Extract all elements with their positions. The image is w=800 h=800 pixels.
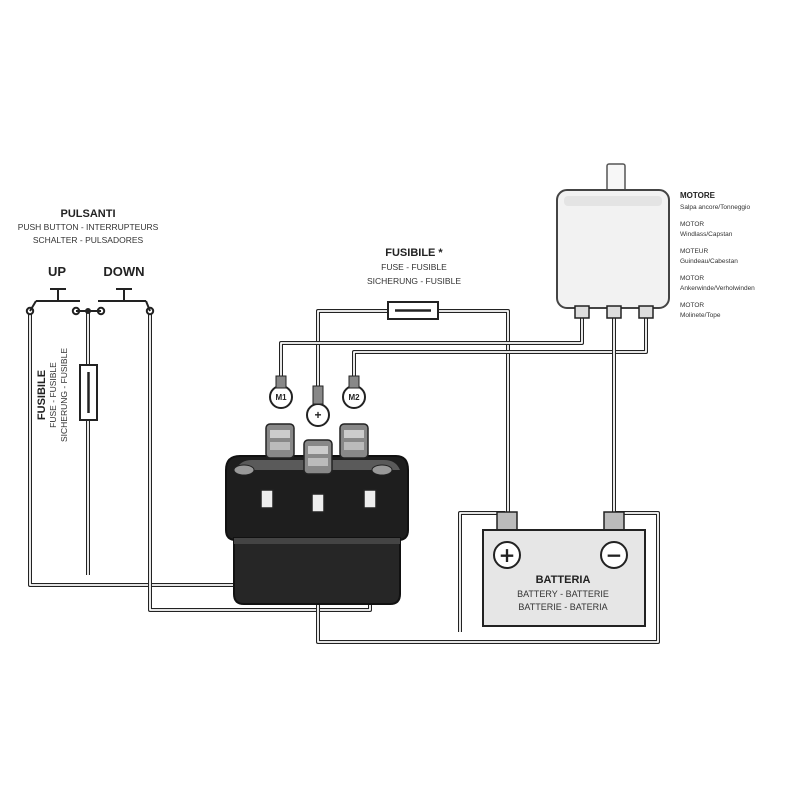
motor-body	[556, 189, 670, 309]
fuse-left-subtitle-2: SICHERUNG - FUSIBLE	[59, 348, 69, 442]
fuse-top: FUSIBILE * FUSE - FUSIBLE SICHERUNG - FU…	[367, 247, 461, 320]
motor-terminal-1	[574, 305, 590, 319]
solenoid: M1 + M2	[225, 375, 409, 605]
terminal-m2-label: M2	[348, 393, 360, 402]
terminal-m2: M2	[342, 375, 366, 409]
fuse-top-subtitle-2: SICHERUNG - FUSIBLE	[367, 276, 461, 286]
down-switch-label: DOWN	[103, 264, 144, 279]
terminal-m1-label: M1	[275, 393, 287, 402]
switches-subtitle-1: PUSH BUTTON - INTERRUPTEURS	[18, 222, 159, 232]
solenoid-post-m2	[339, 423, 369, 459]
svg-text:+: +	[499, 543, 516, 567]
solenoid-post-m1	[265, 423, 295, 459]
battery: + − BATTERIA BATTERY - BATTERIE BATTERIE…	[482, 511, 646, 627]
switches-title: PULSANTI	[61, 208, 116, 220]
fuse-top-subtitle-1: FUSE - FUSIBLE	[381, 262, 447, 272]
battery-subtitle-1: BATTERY - BATTERIE	[517, 589, 609, 599]
motor-line-5: Molinete/Tope	[680, 312, 721, 319]
fuse-top-title: FUSIBILE *	[385, 247, 443, 259]
motor-terminal-2	[606, 305, 622, 319]
fuse-left: FUSIBILE FUSE - FUSIBLE SICHERUNG - FUSI…	[36, 348, 98, 442]
solenoid-base	[233, 537, 401, 605]
wire-m2-to-motor	[352, 318, 648, 378]
up-switch	[25, 288, 81, 316]
motor-line-1: Salpa ancore/Tonneggio	[680, 204, 750, 211]
motor-title: MOTORE	[680, 191, 716, 200]
motor-terminal-3	[638, 305, 654, 319]
up-switch-label: UP	[48, 264, 66, 279]
motor-title-3: MOTEUR	[680, 248, 708, 255]
battery-minus-icon: −	[600, 541, 628, 569]
switches-subtitle-2: SCHALTER - PULSADORES	[33, 235, 144, 245]
motor: MOTORE Salpa ancore/Tonneggio MOTOR Wind…	[556, 163, 755, 319]
motor-line-4: Ankerwinde/Verholwinden	[680, 285, 755, 292]
motor-title-5: MOTOR	[680, 302, 704, 309]
battery-title: BATTERIA	[536, 574, 591, 586]
motor-line-3: Guindeau/Cabestan	[680, 258, 738, 265]
wire-m1-to-motor	[279, 318, 584, 378]
down-switch	[96, 288, 155, 316]
terminal-m1: M1	[269, 375, 293, 409]
terminal-plus: +	[306, 385, 330, 427]
motor-title-4: MOTOR	[680, 275, 704, 282]
fuse-left-title: FUSIBILE	[36, 370, 48, 420]
wires	[28, 309, 660, 644]
push-button-switches: PULSANTI PUSH BUTTON - INTERRUPTEURS SCH…	[18, 208, 159, 316]
motor-line-2: Windlass/Capstan	[680, 231, 733, 238]
battery-plus-icon: +	[493, 541, 521, 569]
fuse-left-subtitle-1: FUSE - FUSIBLE	[48, 362, 58, 428]
coil-terminal-right	[363, 489, 377, 509]
coil-terminal-middle	[311, 493, 325, 513]
solenoid-post-plus	[303, 439, 333, 475]
battery-subtitle-2: BATTERIE - BATERIA	[518, 602, 607, 612]
motor-shaft	[606, 163, 626, 193]
terminal-plus-label: +	[314, 408, 321, 422]
svg-text:−: −	[606, 543, 623, 567]
coil-terminal-left	[260, 489, 274, 509]
motor-title-2: MOTOR	[680, 221, 704, 228]
